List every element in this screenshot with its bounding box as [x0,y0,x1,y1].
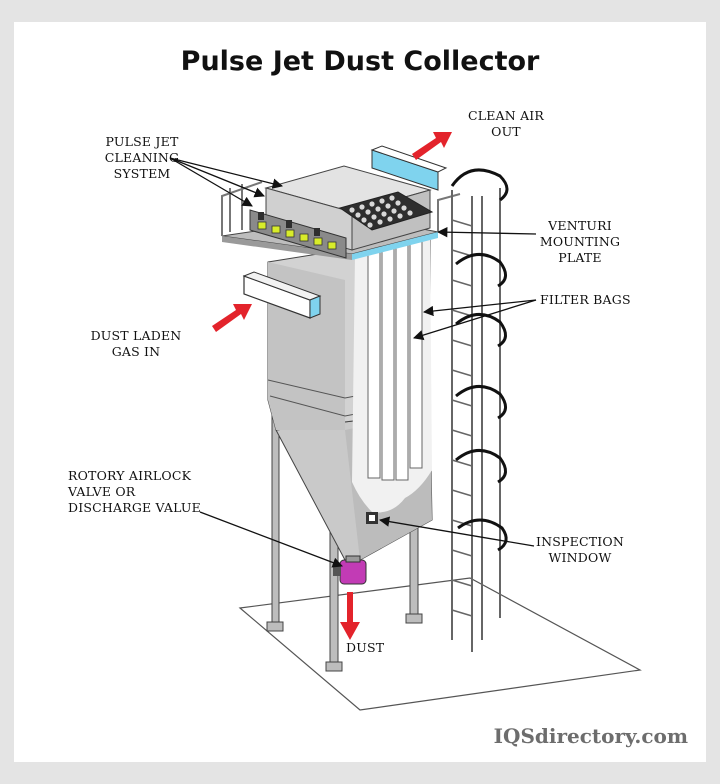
ladder [451,188,501,652]
label-dust: DUST [346,640,384,656]
leader-lines [169,157,537,568]
diagram-title: Pulse Jet Dust Collector [180,46,540,77]
label-line: FILTER BAGS [540,292,631,307]
blowpipes [249,209,347,259]
dust-arrow [340,592,360,640]
flow-arrows [212,132,452,640]
label-pulse-jet-cleaning-system: PULSE JET CLEANING SYSTEM [82,134,202,182]
label-line: VENTURI [548,218,612,233]
label-venturi-mounting-plate: VENTURI MOUNTING PLATE [530,218,630,266]
label-line: CLEAN AIR [467,108,545,123]
label-line: PLATE [558,250,602,265]
label-line: VALVE OR [68,484,136,499]
rotary-valve [333,555,367,585]
floor-base [238,577,642,711]
brand-watermark: IQSdirectory.com [493,724,688,748]
clean-air-arrow [412,132,452,160]
label-inspection-window: INSPECTION WINDOW [528,534,632,566]
label-rotary-airlock-valve: ROTORY AIRLOCK VALVE OR DISCHARGE VALUE [68,468,201,516]
label-line: GAS IN [111,344,161,359]
label-line: DISCHARGE VALUE [68,500,201,515]
gas-in-arrow [212,304,252,332]
label-line: OUT [491,124,521,139]
label-clean-air-out: CLEAN AIR OUT [456,108,556,140]
label-line: WINDOW [548,550,612,565]
label-line: PULSE JET [105,134,179,149]
label-line: MOUNTING [539,234,621,249]
inspection-window [366,512,378,524]
label-filter-bags: FILTER BAGS [540,292,631,308]
label-line: DUST LADEN [90,328,182,343]
label-line: INSPECTION [536,534,624,549]
label-line: ROTORY AIRLOCK [68,468,192,483]
label-dust-laden-gas-in: DUST LADEN GAS IN [76,328,196,360]
label-line: CLEANING [104,150,180,165]
label-line: DUST [346,640,385,655]
ladder-cage-hoops [450,168,509,552]
label-line: SYSTEM [113,166,171,181]
filter-bags [367,213,423,481]
